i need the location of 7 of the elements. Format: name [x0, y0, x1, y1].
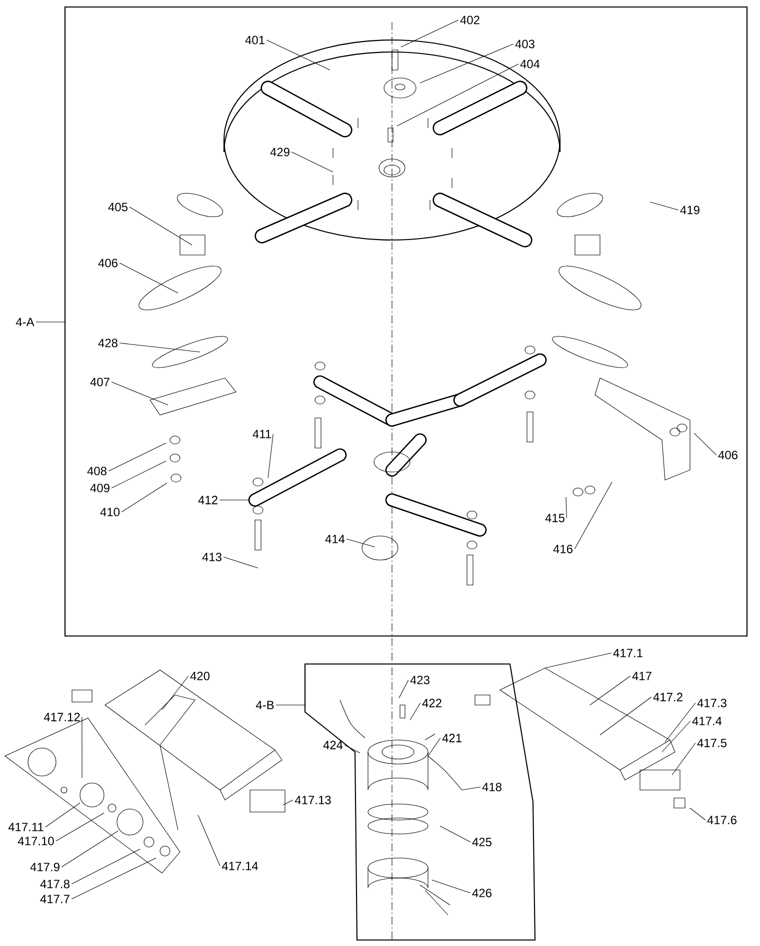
- leader-line: [694, 432, 717, 456]
- callout-number: 417.3: [697, 698, 726, 708]
- callout-number: 417.5: [697, 738, 726, 748]
- callout-number: 406: [718, 450, 738, 460]
- leader-line: [690, 808, 706, 820]
- callout-number: 417.6: [707, 816, 736, 824]
- callout-number: 417.4: [692, 716, 722, 726]
